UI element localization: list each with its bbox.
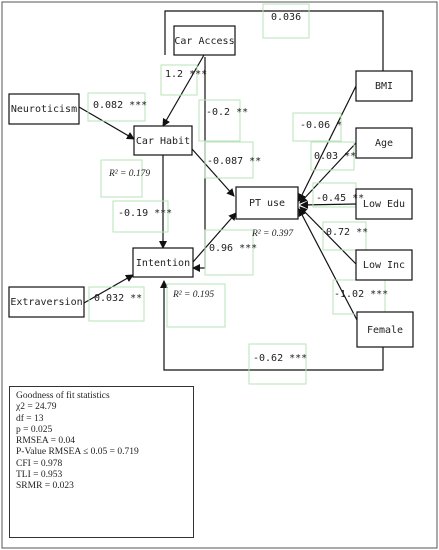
node-low-inc [355, 249, 413, 281]
coef-age: 0.03 ** [314, 151, 356, 162]
coef-low-inc: 0.72 ** [326, 227, 368, 238]
node-pt-use [235, 186, 299, 220]
label-box-r2-intention [166, 283, 226, 328]
node-extraversion [8, 286, 85, 318]
fit-title: Goodness of fit statistics [16, 391, 110, 401]
age-to-pt-use-arrow [299, 142, 357, 204]
node-label-pt-use: PT use [249, 198, 285, 209]
coef-car-habit-to-pt-use: -0.087 ** [207, 156, 261, 167]
car-access-top-loop-line [164, 10, 384, 71]
node-label-car-access: Car Access [174, 36, 234, 47]
node-label-car-habit: Car Habit [136, 136, 190, 147]
coef-low-edu: -0.45 ** [316, 193, 364, 204]
label-box-age [310, 141, 355, 171]
label-box-habit-pt [204, 141, 254, 179]
node-car-habit [133, 125, 193, 156]
female-to-intention-arrow [160, 280, 384, 371]
fit-statistics-box: Goodness of fit statistics χ2 = 24.79 df… [9, 386, 194, 538]
coef-car-access-top: 0.036 [271, 12, 301, 23]
label-box-car-access-intention [198, 99, 241, 142]
coef-female-to-intention: -0.62 *** [253, 353, 307, 364]
fit-tli: TLI = 0.953 [16, 470, 63, 481]
car-habit-to-pt-use-arrow [191, 148, 235, 197]
node-label-bmi: BMI [375, 81, 393, 92]
low-edu-to-pt-use-arrow [300, 200, 357, 209]
node-label-intention: Intention [136, 258, 190, 269]
coef-bmi: -0.06 * [300, 120, 342, 131]
node-intention [132, 247, 194, 278]
r2-label-pt-use: R² = 0.397 [251, 229, 294, 239]
r2-label-intention: R² = 0.195 [172, 290, 214, 300]
node-label-age: Age [375, 138, 393, 149]
label-box-0036 [262, 3, 310, 39]
node-label-female: Female [367, 325, 403, 336]
label-box-car-access-habit [160, 64, 198, 96]
low-inc-to-pt-use-arrow [299, 206, 357, 265]
node-age [355, 127, 413, 159]
node-neuroticism [8, 93, 80, 125]
label-box-female-intention [248, 343, 307, 385]
coef-car-access-to-intention: -0.2 ** [206, 107, 248, 118]
car-access-to-intention-arrow [192, 57, 206, 272]
node-label-low-inc: Low Inc [363, 260, 405, 271]
bmi-to-pt-use-arrow [298, 85, 357, 202]
fit-chi2: χ2 = 24.79 [16, 402, 57, 413]
label-box-r2-habit [100, 159, 143, 198]
label-box-extraversion [88, 286, 145, 322]
node-label-neuroticism: Neuroticism [11, 104, 77, 115]
coef-female-to-pt-use: -1.02 *** [334, 289, 388, 300]
female-to-pt-use-arrow [298, 208, 358, 321]
label-box-habit-intention [112, 200, 169, 233]
coef-car-habit-to-intention: -0.19 *** [118, 208, 172, 219]
node-label-low-edu: Low Edu [363, 199, 405, 210]
intention-to-pt-use-arrow [192, 212, 237, 263]
fit-df: df = 13 [16, 413, 44, 424]
node-bmi [355, 70, 413, 102]
fit-pvalue-rmsea: P-Value RMSEA ≤ 0.05 = 0.719 [16, 447, 139, 458]
label-box-low-inc [322, 221, 367, 251]
node-female [356, 311, 414, 348]
node-low-edu [355, 188, 413, 220]
coef-extraversion-to-intention: 0.032 ** [94, 293, 142, 304]
fit-p: p = 0.025 [16, 424, 53, 435]
node-label-extraversion: Extraversion [10, 297, 82, 308]
fit-cfi: CFI = 0.978 [16, 458, 63, 469]
coef-car-access-to-car-habit: 1.2 *** [165, 69, 207, 80]
fit-srmr: SRMR = 0.023 [16, 481, 74, 492]
neuroticism-to-car-habit-arrow [78, 106, 135, 140]
extraversion-to-intention-arrow [83, 274, 134, 304]
r2-label-car-habit: R² = 0.179 [108, 169, 150, 179]
label-box-neuroticism [87, 92, 146, 122]
fit-rmsea: RMSEA = 0.04 [16, 436, 75, 447]
car-access-to-car-habit-arrow [162, 54, 205, 127]
node-car-access [173, 25, 236, 56]
label-box-intention-pt [204, 229, 254, 276]
coef-neuroticism-to-car-habit: 0.082 *** [93, 100, 147, 111]
coef-intention-pt-use: 0.96 *** [209, 243, 257, 254]
label-box-bmi [292, 112, 342, 142]
